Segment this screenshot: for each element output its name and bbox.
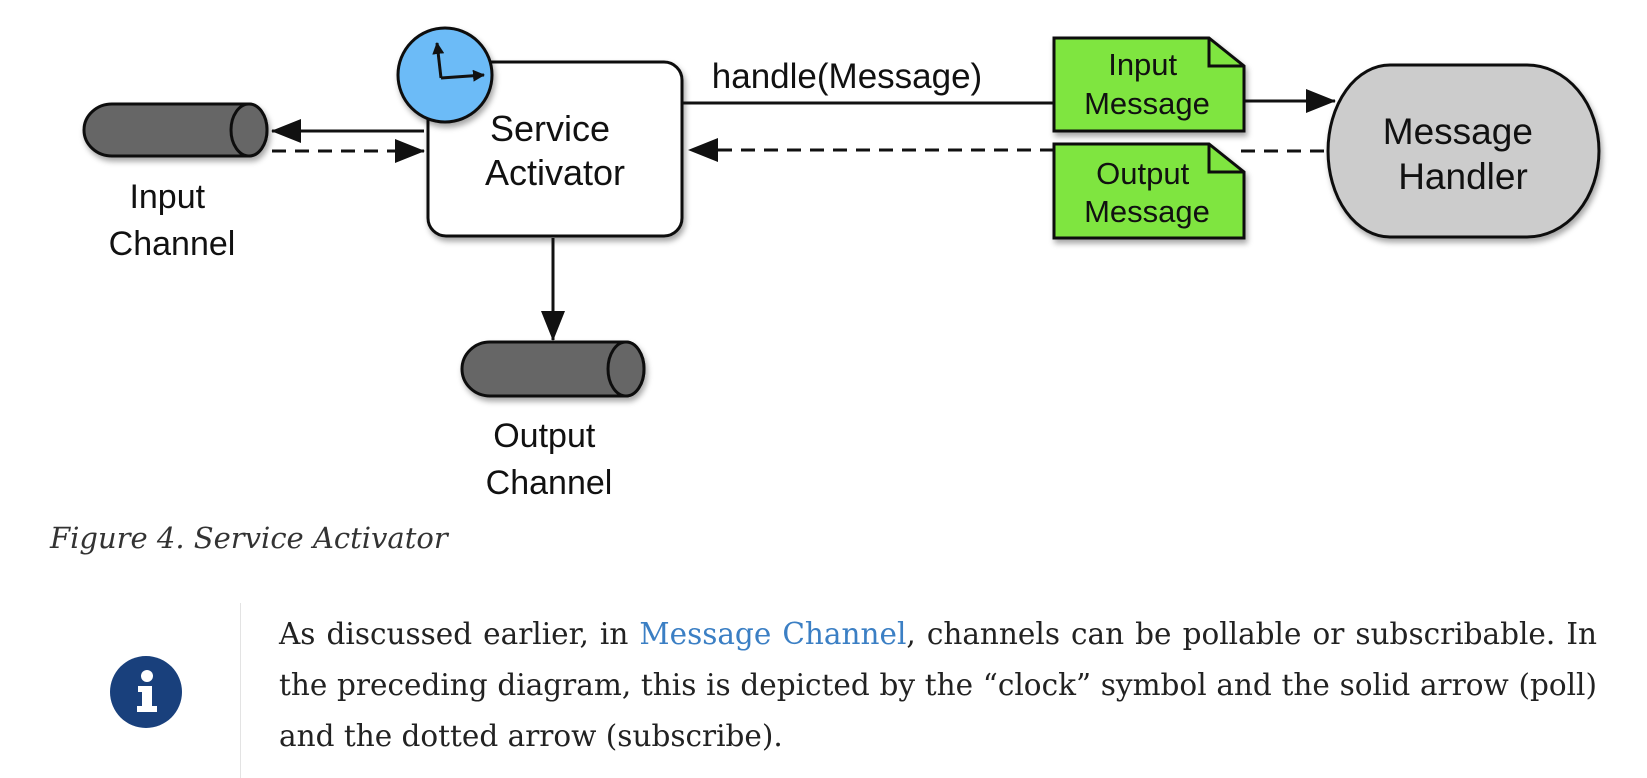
message-handler-label-line2: Handler xyxy=(1398,156,1528,197)
output-channel-label: Output Channel xyxy=(486,417,613,502)
output-message-label: Output Message xyxy=(1084,156,1210,229)
note-text-after: , channels can be pollable or subscribab… xyxy=(279,617,1597,753)
input-message-label: Input Message xyxy=(1084,47,1210,121)
input-channel-label: Input Channel xyxy=(109,178,236,263)
output-message-document xyxy=(1052,142,1246,240)
message-handler-shape xyxy=(1326,63,1601,239)
input-channel-label-line2: Channel xyxy=(109,225,236,263)
clock-icon xyxy=(396,26,494,124)
figure-caption: Figure 4. Service Activator xyxy=(50,521,448,555)
info-icon xyxy=(110,656,182,728)
message-handler-label: Message Handler xyxy=(1383,111,1543,197)
note-icon-cell xyxy=(0,603,241,778)
service-activator-box xyxy=(426,60,684,238)
service-activator-label: Service Activator xyxy=(485,108,625,193)
input-message-label-line2: Message xyxy=(1084,86,1210,121)
message-handler-label-line1: Message xyxy=(1383,111,1533,152)
input-message-document xyxy=(1052,36,1246,133)
service-activator-diagram: Input Channel Service Activator Output C… xyxy=(82,26,1601,502)
input-channel-cylinder xyxy=(82,102,269,158)
service-activator-label-line2: Activator xyxy=(485,152,625,193)
input-message-label-line1: Input xyxy=(1108,47,1177,82)
output-channel-cylinder xyxy=(460,340,646,398)
service-activator-label-line1: Service xyxy=(490,108,610,149)
output-channel-label-line2: Channel xyxy=(486,464,613,502)
service-activator-figure: Input Channel Service Activator Output C… xyxy=(82,26,1601,502)
handle-method-label: handle(Message) xyxy=(712,57,982,96)
output-channel-label-line1: Output xyxy=(493,417,596,455)
note-text: As discussed earlier, in Message Channel… xyxy=(279,609,1597,762)
note-admonition: As discussed earlier, in Message Channel… xyxy=(0,603,1647,778)
message-channel-link[interactable]: Message Channel xyxy=(639,617,907,651)
output-message-label-line2: Message xyxy=(1084,194,1210,229)
note-text-before: As discussed earlier, in xyxy=(279,617,640,651)
output-message-label-line1: Output xyxy=(1096,156,1189,191)
input-channel-label-line1: Input xyxy=(129,178,205,216)
